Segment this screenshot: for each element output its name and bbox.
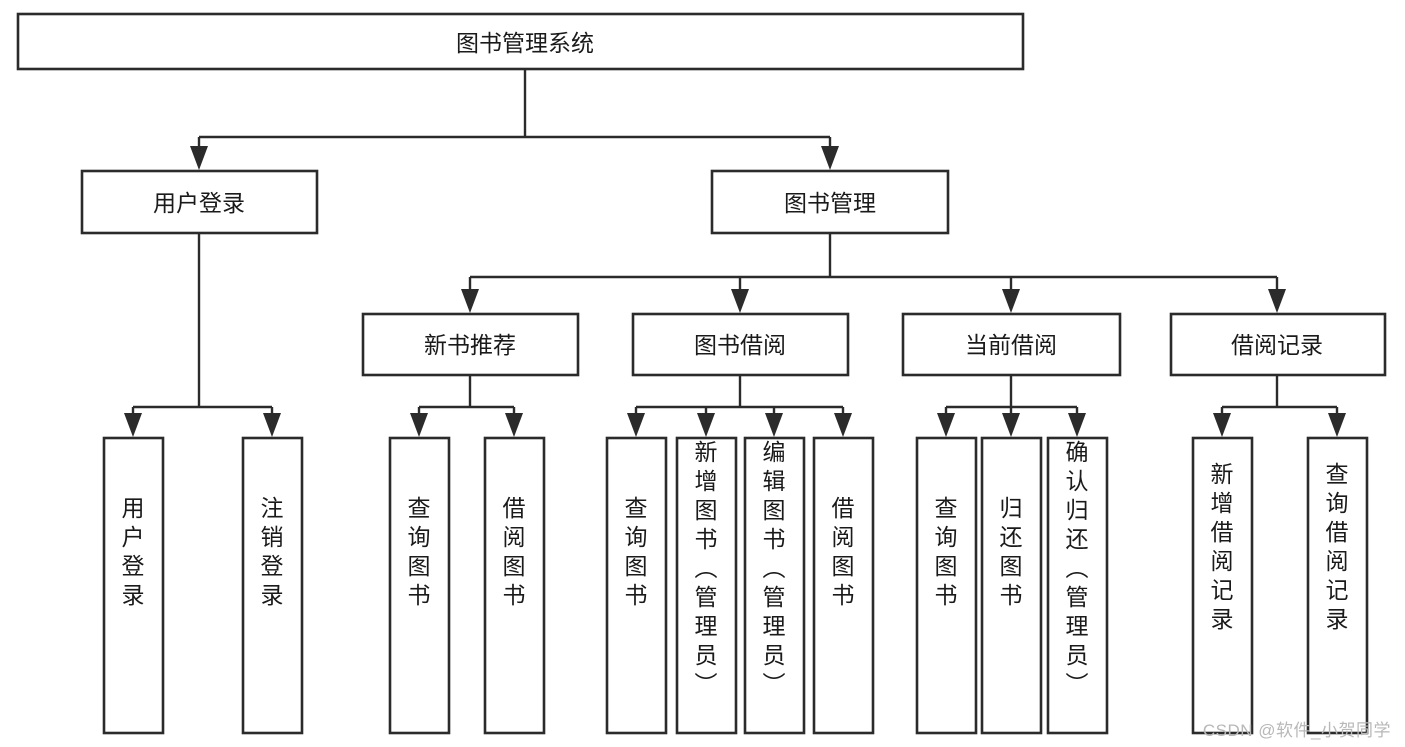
leaf-borrow-record-1-box[interactable] bbox=[1191, 436, 1254, 735]
connector-layer bbox=[124, 69, 1346, 437]
arrow-root-to-book-mgmt-icon bbox=[821, 146, 839, 170]
arrow-record-leaf-2-icon bbox=[1328, 413, 1346, 437]
node-borrow-record-label: 借阅记录 bbox=[1231, 332, 1323, 358]
leaf-current-borrow-2-label: 归还图书 bbox=[1000, 495, 1023, 608]
leaf-borrow-record-2-label: 查询借阅记录 bbox=[1326, 461, 1349, 632]
leaf-book-borrow-3[interactable]: 编辑图书︵管理员︶ bbox=[743, 436, 806, 735]
node-new-book-recommend-box[interactable] bbox=[361, 312, 580, 377]
node-user-login-label: 用户登录 bbox=[153, 190, 245, 216]
leaf-book-borrow-2-box[interactable] bbox=[675, 436, 738, 735]
leaf-book-borrow-3-box[interactable] bbox=[743, 436, 806, 735]
node-borrow-record[interactable]: 借阅记录 bbox=[1169, 312, 1387, 377]
leaf-new-book-2-box[interactable] bbox=[483, 436, 546, 735]
leaf-current-borrow-1-box[interactable] bbox=[915, 436, 978, 735]
leaf-book-borrow-2-label: 新增图书︵管理员︶ bbox=[695, 439, 718, 697]
arrow-userlogin-leaf-2-icon bbox=[263, 413, 281, 437]
leaf-user-login-2-label: 注销登录 bbox=[261, 495, 284, 608]
arrow-borrow-leaf-2-icon bbox=[697, 413, 715, 437]
leaf-current-borrow-3-box[interactable] bbox=[1046, 436, 1109, 735]
leaf-user-login-2[interactable]: 注销登录 bbox=[241, 436, 304, 735]
arrow-current-leaf-2-icon bbox=[1002, 413, 1020, 437]
leaf-user-login-1[interactable]: 用户登录 bbox=[102, 436, 165, 735]
leaf-new-book-2[interactable]: 借阅图书 bbox=[483, 436, 546, 735]
node-book-borrow[interactable]: 图书借阅 bbox=[631, 312, 850, 377]
leaf-user-login-1-label: 用户登录 bbox=[122, 495, 145, 608]
leaf-current-borrow-3-label: 确认归还︵管理员︶ bbox=[1066, 439, 1089, 697]
arrow-borrow-leaf-3-icon bbox=[765, 413, 783, 437]
arrow-newbook-leaf-2-icon bbox=[505, 413, 523, 437]
leaf-borrow-record-1-label: 新增借阅记录 bbox=[1211, 461, 1234, 632]
arrow-bookmgmt-to-record-icon bbox=[1268, 289, 1286, 313]
arrow-borrow-leaf-4-icon bbox=[834, 413, 852, 437]
leaf-new-book-1-label: 查询图书 bbox=[408, 495, 431, 608]
node-book-borrow-label: 图书借阅 bbox=[694, 332, 786, 358]
arrow-root-to-user-login-icon bbox=[190, 146, 208, 170]
leaf-book-borrow-4[interactable]: 借阅图书 bbox=[812, 436, 875, 735]
leaf-book-borrow-1-box[interactable] bbox=[605, 436, 668, 735]
node-book-management-label: 图书管理 bbox=[784, 190, 876, 216]
leaf-new-book-1[interactable]: 查询图书 bbox=[388, 436, 451, 735]
node-current-borrow[interactable]: 当前借阅 bbox=[901, 312, 1122, 377]
leaf-borrow-record-2-box[interactable] bbox=[1306, 436, 1369, 735]
node-user-login[interactable]: 用户登录 bbox=[80, 169, 319, 235]
node-new-book-recommend[interactable]: 新书推荐 bbox=[361, 312, 580, 377]
arrow-bookmgmt-to-newbook-icon bbox=[461, 289, 479, 313]
node-borrow-record-box[interactable] bbox=[1169, 312, 1387, 377]
leaf-current-borrow-1[interactable]: 查询图书 bbox=[915, 436, 978, 735]
arrow-bookmgmt-to-current-icon bbox=[1002, 289, 1020, 313]
node-current-borrow-box[interactable] bbox=[901, 312, 1122, 377]
leaf-borrow-record-2[interactable]: 查询借阅记录 bbox=[1306, 436, 1369, 735]
leaf-user-login-1-box[interactable] bbox=[102, 436, 165, 735]
leaf-borrow-record-1[interactable]: 新增借阅记录 bbox=[1191, 436, 1254, 735]
leaf-book-borrow-2[interactable]: 新增图书︵管理员︶ bbox=[675, 436, 738, 735]
leaf-book-borrow-3-label: 编辑图书︵管理员︶ bbox=[763, 439, 786, 697]
node-root-box[interactable] bbox=[16, 12, 1025, 71]
arrow-current-leaf-1-icon bbox=[937, 413, 955, 437]
node-book-borrow-box[interactable] bbox=[631, 312, 850, 377]
arrow-newbook-leaf-1-icon bbox=[410, 413, 428, 437]
arrow-bookmgmt-to-borrow-icon bbox=[731, 289, 749, 313]
leaf-current-borrow-2[interactable]: 归还图书 bbox=[980, 436, 1043, 735]
node-user-login-box[interactable] bbox=[80, 169, 319, 235]
leaf-current-borrow-3[interactable]: 确认归还︵管理员︶ bbox=[1046, 436, 1109, 735]
leaf-book-borrow-4-label: 借阅图书 bbox=[832, 495, 855, 608]
leaf-new-book-1-box[interactable] bbox=[388, 436, 451, 735]
arrow-borrow-leaf-1-icon bbox=[627, 413, 645, 437]
leaf-book-borrow-4-box[interactable] bbox=[812, 436, 875, 735]
node-root-label: 图书管理系统 bbox=[456, 30, 594, 56]
node-book-management[interactable]: 图书管理 bbox=[710, 169, 950, 235]
leaf-new-book-2-label: 借阅图书 bbox=[503, 495, 526, 608]
leaf-user-login-2-box[interactable] bbox=[241, 436, 304, 735]
leaf-current-borrow-2-box[interactable] bbox=[980, 436, 1043, 735]
node-current-borrow-label: 当前借阅 bbox=[965, 332, 1057, 358]
leaf-book-borrow-1-label: 查询图书 bbox=[625, 495, 648, 608]
node-root[interactable]: 图书管理系统 bbox=[16, 12, 1025, 71]
arrow-userlogin-leaf-1-icon bbox=[124, 413, 142, 437]
node-book-management-box[interactable] bbox=[710, 169, 950, 235]
node-new-book-recommend-label: 新书推荐 bbox=[424, 332, 516, 358]
arrow-current-leaf-3-icon bbox=[1068, 413, 1086, 437]
arrow-record-leaf-1-icon bbox=[1213, 413, 1231, 437]
leaf-current-borrow-1-label: 查询图书 bbox=[935, 495, 958, 608]
leaf-book-borrow-1[interactable]: 查询图书 bbox=[605, 436, 668, 735]
